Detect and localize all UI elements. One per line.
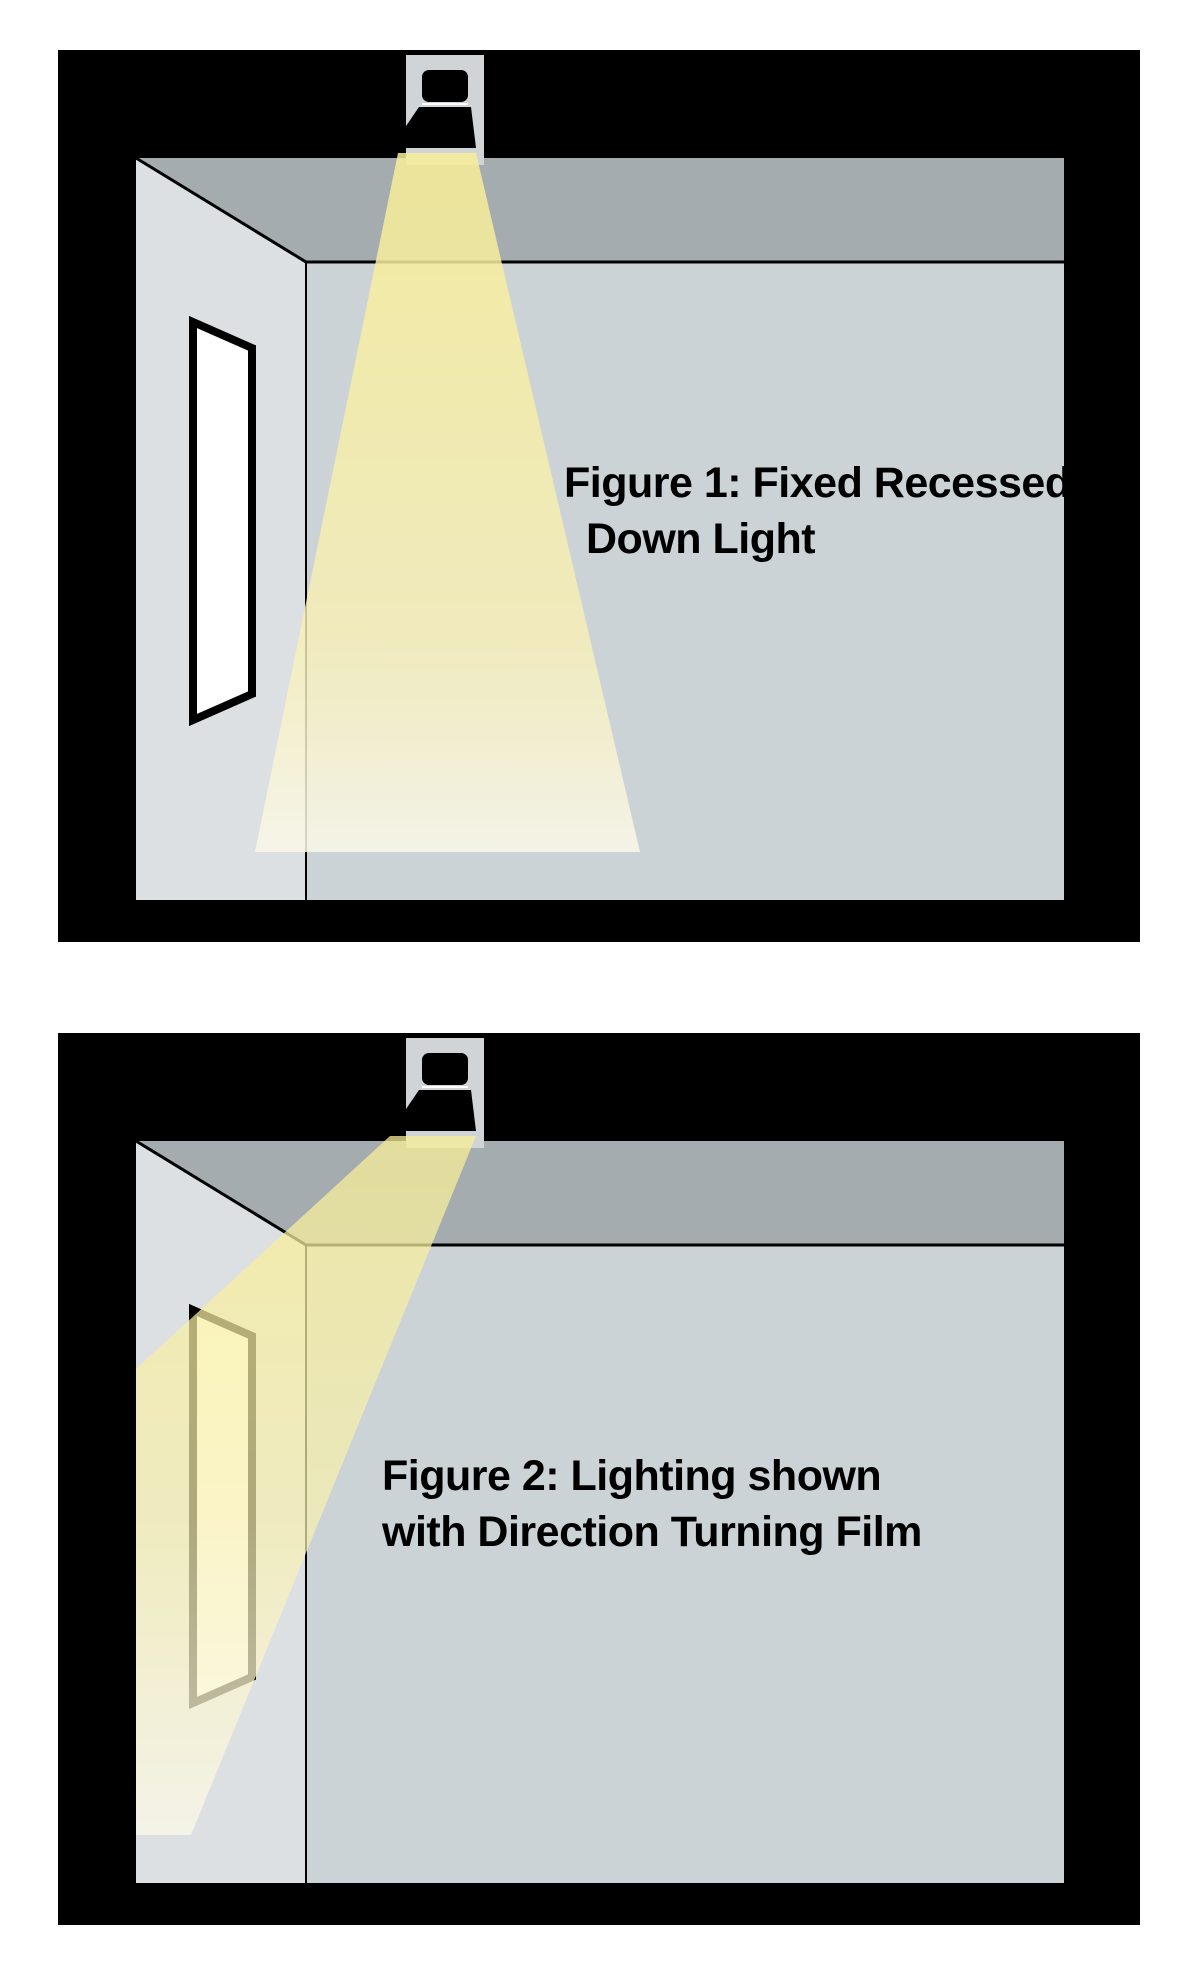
figure-1-diagram: Figure 1: Fixed Recessed Down Light xyxy=(58,50,1140,942)
down-light-fixture xyxy=(391,1053,476,1131)
back-wall xyxy=(306,1245,1064,1883)
figure-2-diagram: Figure 2: Lighting shown with Direction … xyxy=(58,1033,1140,1925)
ceiling xyxy=(136,158,1064,262)
figure-1-caption-line-2: Down Light xyxy=(586,515,815,563)
down-light-fixture xyxy=(391,70,476,148)
figure-1-panel: Figure 1: Fixed Recessed Down Light xyxy=(58,50,1140,942)
window xyxy=(189,315,256,727)
ceiling-corner-edge xyxy=(135,156,307,264)
figure-2-panel: Figure 2: Lighting shown with Direction … xyxy=(58,1033,1140,1925)
figure-1-caption-line-1: Figure 1: Fixed Recessed xyxy=(564,459,1071,507)
figure-2-caption-line-1: Figure 2: Lighting shown xyxy=(382,1452,881,1500)
angled-light-beam xyxy=(136,1136,476,1835)
light-beam xyxy=(255,153,640,852)
figure-2-caption-line-2: with Direction Turning Film xyxy=(381,1508,922,1556)
ceiling-corner-edge xyxy=(135,1139,307,1247)
